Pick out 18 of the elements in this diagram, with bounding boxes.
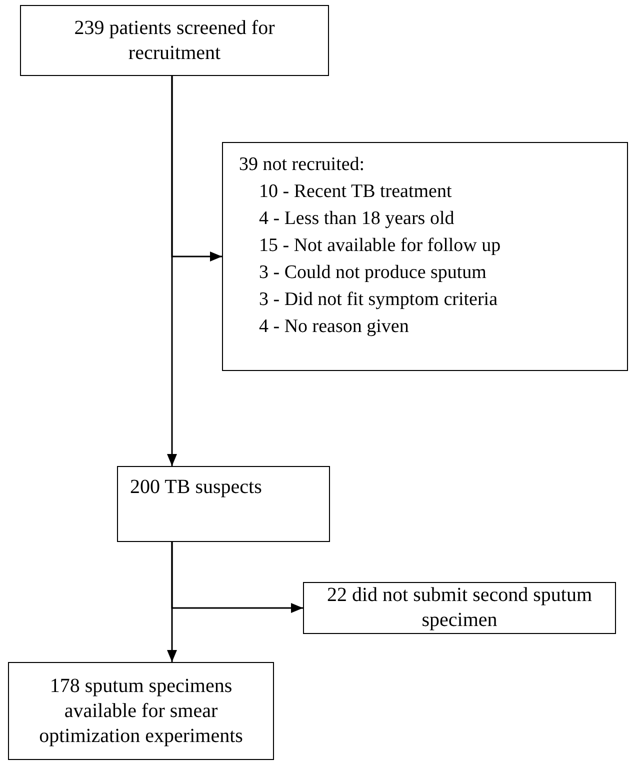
- list-item: 4 - Less than 18 years old: [258, 207, 456, 231]
- box-text: 22 did not submit second sputum specimen: [326, 583, 593, 633]
- process-box: [8, 662, 274, 760]
- list-item: 15 - Not available for follow up: [258, 234, 502, 258]
- list-item: 3 - Could not produce sputum: [258, 261, 488, 285]
- process-box: [20, 5, 329, 76]
- arrow: [167, 76, 177, 466]
- box-text: 200 TB suspects: [130, 475, 262, 500]
- list-item: 3 - Did not fit symptom criteria: [258, 288, 499, 312]
- process-box: [117, 466, 330, 542]
- list-item: 4 - No reason given: [258, 315, 410, 339]
- process-box: [303, 582, 616, 634]
- box-text: 178 sputum specimens available for smear optimization experiments: [38, 674, 244, 748]
- box-text: 239 patients screened for recruitment: [73, 16, 276, 66]
- process-box: [222, 142, 628, 371]
- arrow: [167, 542, 177, 662]
- box-heading: 39 not recruited:: [239, 153, 366, 177]
- list-item: 10 - Recent TB treatment: [258, 180, 453, 204]
